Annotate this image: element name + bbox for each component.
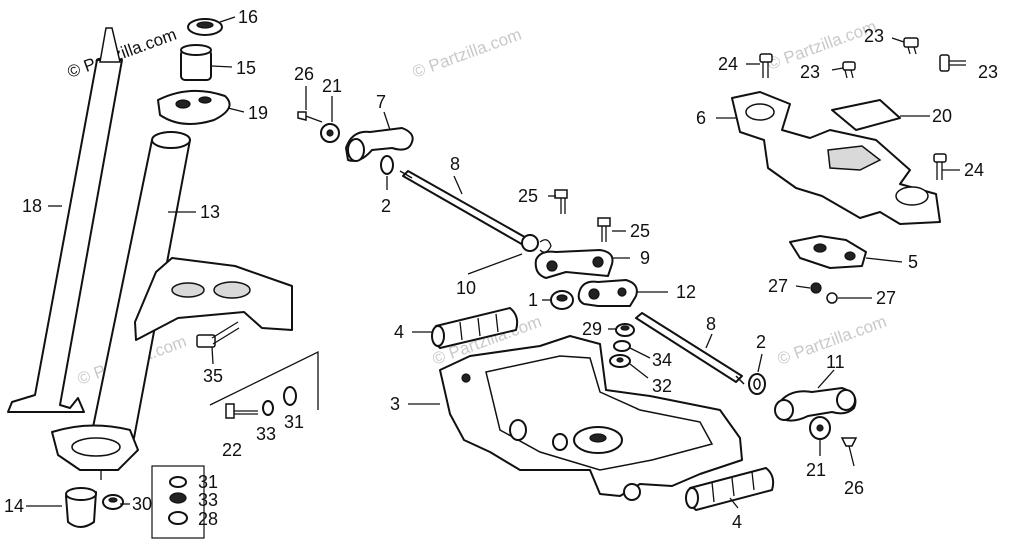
part-8-shaft	[399, 170, 552, 253]
part-14-cap	[65, 487, 97, 528]
part-16-washer	[187, 18, 223, 36]
callout-15: 15	[236, 58, 256, 78]
callout-23: 23	[978, 62, 998, 82]
part-23-bolt	[842, 61, 856, 79]
callout-14: 14	[4, 496, 24, 516]
part-32-washer	[609, 354, 631, 368]
part-4-grip	[685, 467, 775, 511]
callout-19: 19	[248, 103, 268, 123]
part-23-bolt	[903, 37, 919, 55]
part-21-bushing	[320, 123, 340, 143]
callout-11: 11	[826, 352, 845, 372]
part-23-bolt	[939, 54, 966, 72]
callout-13: 13	[200, 202, 220, 222]
hardware-set-31-33-28	[151, 465, 205, 539]
callout-24: 24	[718, 54, 738, 74]
part-19-plate	[157, 89, 231, 125]
callout-20: 20	[932, 106, 952, 126]
callout-1: 1	[528, 290, 538, 310]
callout-18: 18	[22, 196, 42, 216]
callout-26: 26	[294, 64, 314, 84]
watermark-text: © Partzilla.com	[410, 25, 524, 82]
part-1-collar	[550, 290, 574, 310]
callout-33: 33	[256, 424, 276, 444]
part-15-bushing	[180, 44, 212, 81]
callout-32: 32	[652, 376, 672, 396]
part-35-bolt	[196, 321, 240, 348]
callout-9: 9	[640, 248, 650, 268]
callout-33: 33	[198, 490, 218, 510]
callout-8: 8	[450, 154, 460, 174]
part-27-screw	[810, 282, 822, 294]
callout-35: 35	[203, 366, 223, 386]
callout-22: 22	[222, 440, 242, 460]
callout-10: 10	[456, 278, 476, 298]
callout-8: 8	[706, 314, 716, 334]
callout-7: 7	[376, 92, 386, 112]
part-20-plate	[831, 99, 901, 131]
part-25-bolt	[554, 189, 568, 214]
callout-23: 23	[800, 62, 820, 82]
callout-6: 6	[696, 108, 706, 128]
part-8-shaft	[635, 312, 745, 385]
callout-16: 16	[238, 7, 258, 27]
part-24-bolt	[933, 153, 947, 180]
part-21-bushing	[809, 416, 831, 440]
part-26-screw	[297, 111, 323, 123]
part-13-stem	[51, 131, 293, 480]
callout-27: 27	[768, 276, 788, 296]
part-12-clamp	[577, 279, 638, 307]
callout-2: 2	[756, 332, 766, 352]
callout-2: 2	[381, 196, 391, 216]
leader-lines	[26, 16, 960, 509]
part-26-screw	[840, 437, 858, 467]
part-25-bolt	[597, 217, 611, 242]
part-6-bracket	[731, 91, 941, 225]
callout-31: 31	[198, 472, 218, 492]
part-2-washer	[380, 155, 394, 175]
part-18-pipe	[7, 27, 123, 413]
part-7-grip	[345, 127, 414, 162]
callout-25: 25	[518, 186, 538, 206]
part-4-grip	[431, 307, 519, 349]
callout-25: 25	[630, 221, 650, 241]
callout-26: 26	[844, 478, 864, 498]
part-24-bolt	[759, 53, 773, 78]
callout-12: 12	[676, 282, 696, 302]
callout-3: 3	[390, 394, 400, 414]
watermark-text: © Partzilla.com	[65, 25, 179, 82]
part-30-nut	[102, 494, 124, 510]
watermark-text: © Partzilla.com	[765, 17, 879, 74]
callout-4: 4	[394, 322, 404, 342]
callout-30: 30	[132, 494, 152, 514]
part-11-grip	[774, 387, 857, 422]
callout-21: 21	[806, 460, 826, 480]
part-34-washer	[613, 340, 631, 352]
callout-21: 21	[322, 76, 342, 96]
part-27-screw	[826, 292, 838, 304]
part-2-washer	[748, 373, 766, 395]
part-5-clip	[789, 235, 867, 269]
part-29-nut	[615, 323, 635, 337]
callout-5: 5	[908, 252, 918, 272]
callout-24: 24	[964, 160, 984, 180]
callout-34: 34	[652, 350, 672, 370]
hardware-set-22-33-31	[209, 350, 319, 419]
callout-29: 29	[582, 319, 602, 339]
callout-4: 4	[732, 512, 742, 532]
callout-23: 23	[864, 26, 884, 46]
callout-31: 31	[284, 412, 304, 432]
part-9-clamp	[534, 249, 614, 279]
callout-labels: 16 15 19 18 13 35 22 33 31 31 33 28 14 3…	[4, 7, 998, 532]
part-3-frame	[439, 335, 743, 501]
callout-28: 28	[198, 509, 218, 529]
callout-27: 27	[876, 288, 896, 308]
